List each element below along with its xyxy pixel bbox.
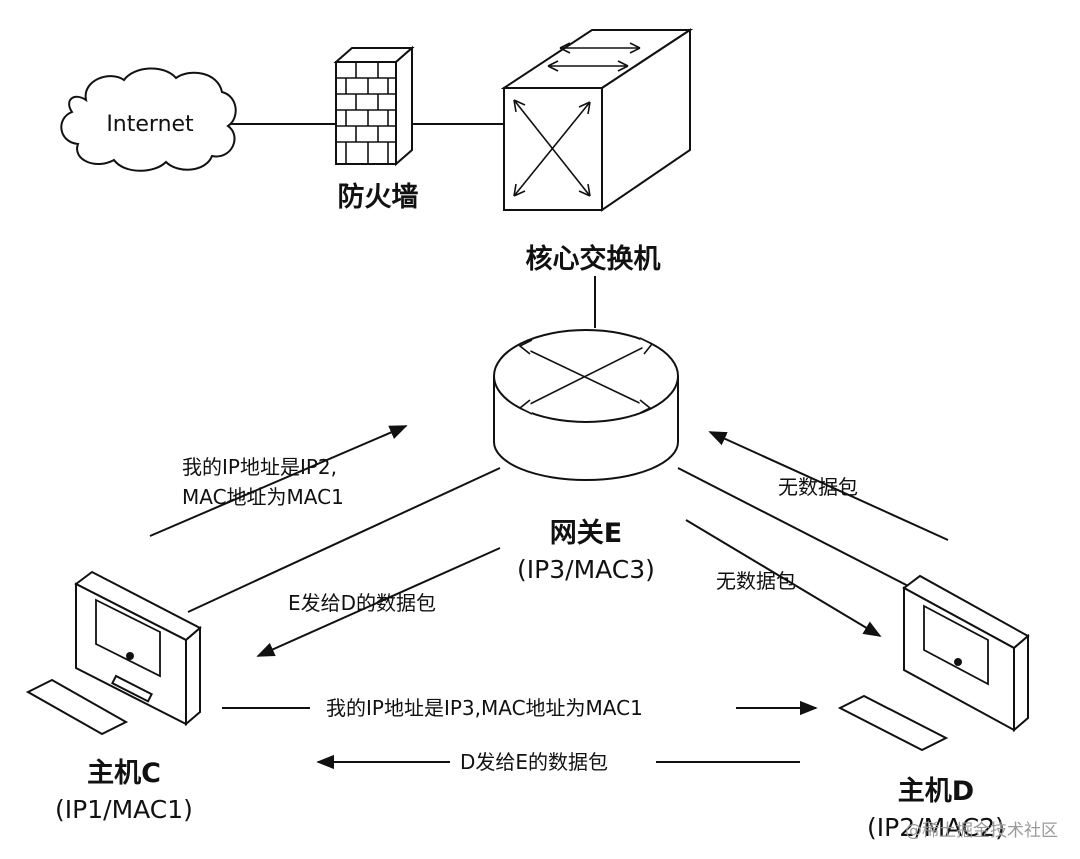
gateway-router-icon	[493, 329, 679, 481]
gateway-addr-label: (IP3/MAC3)	[517, 555, 655, 584]
watermark: @稀土掘金技术社区	[905, 821, 1058, 841]
arrow-e-to-d	[685, 519, 882, 637]
msg-c-to-e-line2: MAC地址为MAC1	[182, 485, 344, 509]
arrow-d-to-e	[708, 431, 949, 541]
host-d-computer-icon	[837, 574, 1030, 752]
internet-label: Internet	[106, 112, 194, 137]
link-gateway-host-d	[677, 467, 917, 591]
host-c-addr-label: (IP1/MAC1)	[55, 795, 193, 824]
host-c-name-label: 主机C	[87, 758, 161, 789]
host-d-name-label: 主机D	[898, 776, 974, 807]
msg-d-to-e: 无数据包	[778, 475, 858, 499]
gateway-name-label: 网关E	[550, 518, 622, 549]
internet-cloud-icon: Internet	[60, 67, 237, 172]
firewall-label: 防火墙	[338, 182, 419, 213]
links	[187, 123, 917, 613]
link-gateway-host-c	[187, 467, 501, 613]
msg-e-to-d: 无数据包	[716, 569, 796, 593]
arrow-e-to-c	[256, 547, 501, 657]
host-c-computer-icon	[25, 570, 202, 736]
msg-c-to-d: 我的IP地址是IP3,MAC地址为MAC1	[326, 696, 643, 720]
firewall-icon	[333, 45, 415, 167]
core-switch-icon	[500, 28, 694, 212]
msg-e-to-c: E发给D的数据包	[288, 591, 436, 615]
host-d-addr-label: (IP2/MAC2)	[867, 813, 1005, 842]
arrow-c-to-e	[149, 425, 408, 537]
msg-c-to-e-line1: 我的IP地址是IP2,	[182, 455, 337, 479]
core-switch-label: 核心交换机	[526, 243, 661, 275]
msg-d-to-c: D发给E的数据包	[460, 750, 608, 774]
